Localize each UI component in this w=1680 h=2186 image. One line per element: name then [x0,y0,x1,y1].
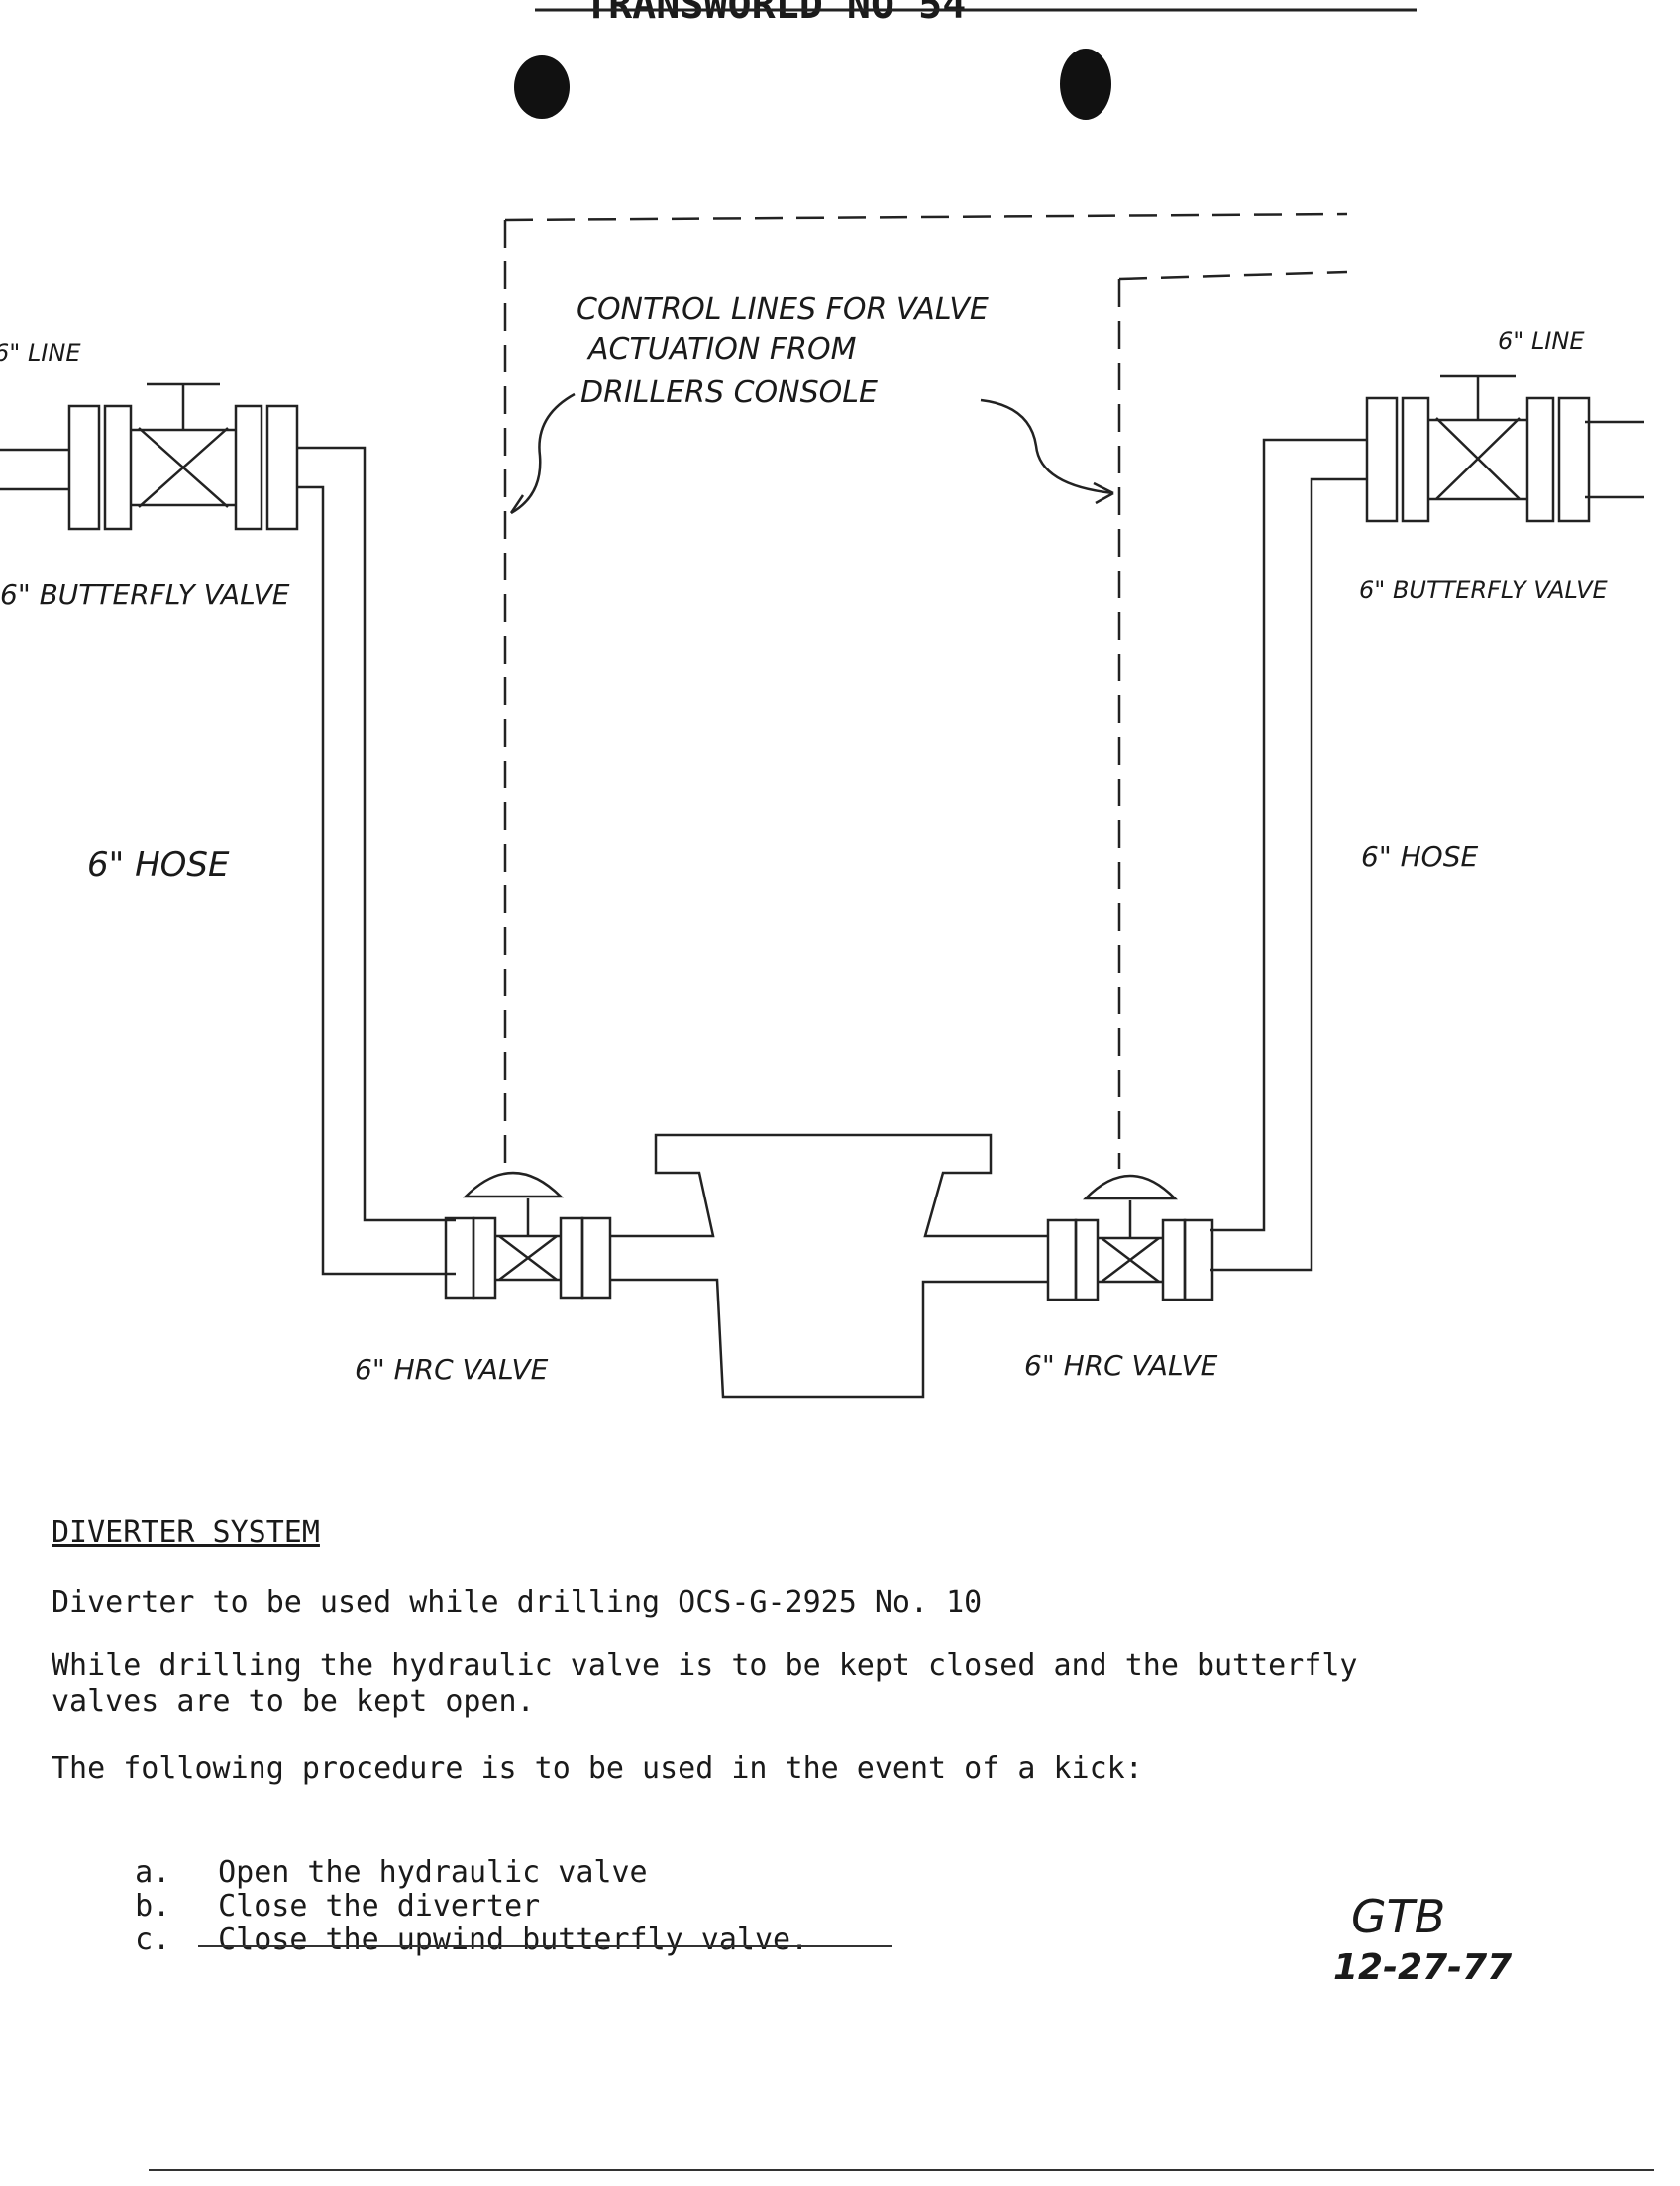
butterfly-valve-left [0,382,299,531]
label-hrc-left: 6" HRC VALVE [355,1353,549,1386]
label-butterfly-right: 6" BUTTERFLY VALVE [1359,576,1609,604]
step-text: Close the diverter [218,1889,541,1924]
hrc-valve-left [444,1171,612,1300]
label-control-1: CONTROL LINES FOR VALVE [577,292,989,327]
control-line-left [503,212,1348,1169]
step-letter: b. [135,1889,171,1924]
step-text: Open the hydraulic valve [218,1855,648,1890]
hose-right [1210,438,1367,1272]
procedure-step: b. Close the diverter [99,1856,540,1924]
step-letter: a. [135,1855,171,1890]
control-line-right [1117,270,1348,1169]
label-butterfly-left: 6" BUTTERFLY VALVE [0,578,290,611]
signature-initials: GTB [1351,1890,1446,1943]
label-hrc-right: 6" HRC VALVE [1024,1349,1218,1382]
header-fragment: TRANSWORLD NO 54 [584,0,966,28]
procedure-step: c. Close the upwind butterfly valve. [99,1890,808,1957]
label-control-2: ACTUATION FROM [586,332,857,366]
arrow-right [980,398,1114,495]
diverter-body [610,1133,1048,1399]
section-heading: DIVERTER SYSTEM [52,1515,320,1550]
label-line-right: 6" LINE [1498,327,1585,355]
drilling-instruction-line-2: valves are to be kept open. [52,1684,535,1718]
punch-hole-left [514,55,570,119]
step-text: Close the upwind butterfly valve. [218,1923,809,1957]
drilling-instruction-line-1: While drilling the hydraulic valve is to… [52,1648,1358,1683]
underline-rule [198,1945,892,1947]
punch-hole-right [1060,49,1111,120]
diverter-diagram: TRANSWORLD NO 54 [0,0,1644,1399]
diverter-usage-line: Diverter to be used while drilling OCS-G… [52,1585,983,1619]
arrow-left [510,392,576,515]
label-hose-right: 6" HOSE [1361,840,1478,873]
step-letter: c. [135,1923,171,1957]
label-control-3: DRILLERS CONSOLE [580,375,878,410]
procedure-intro: The following procedure is to be used in… [52,1751,1143,1786]
bottom-rule [149,2169,1654,2171]
procedure-step: a. Open the hydraulic valve [99,1822,648,1890]
hose-left [297,446,456,1276]
label-line-left: 6" LINE [0,339,81,366]
hrc-valve-right [1046,1174,1214,1301]
label-hose-left: 6" HOSE [87,845,230,885]
butterfly-valve-right [1365,374,1644,523]
signature-date: 12-27-77 [1333,1947,1513,1988]
